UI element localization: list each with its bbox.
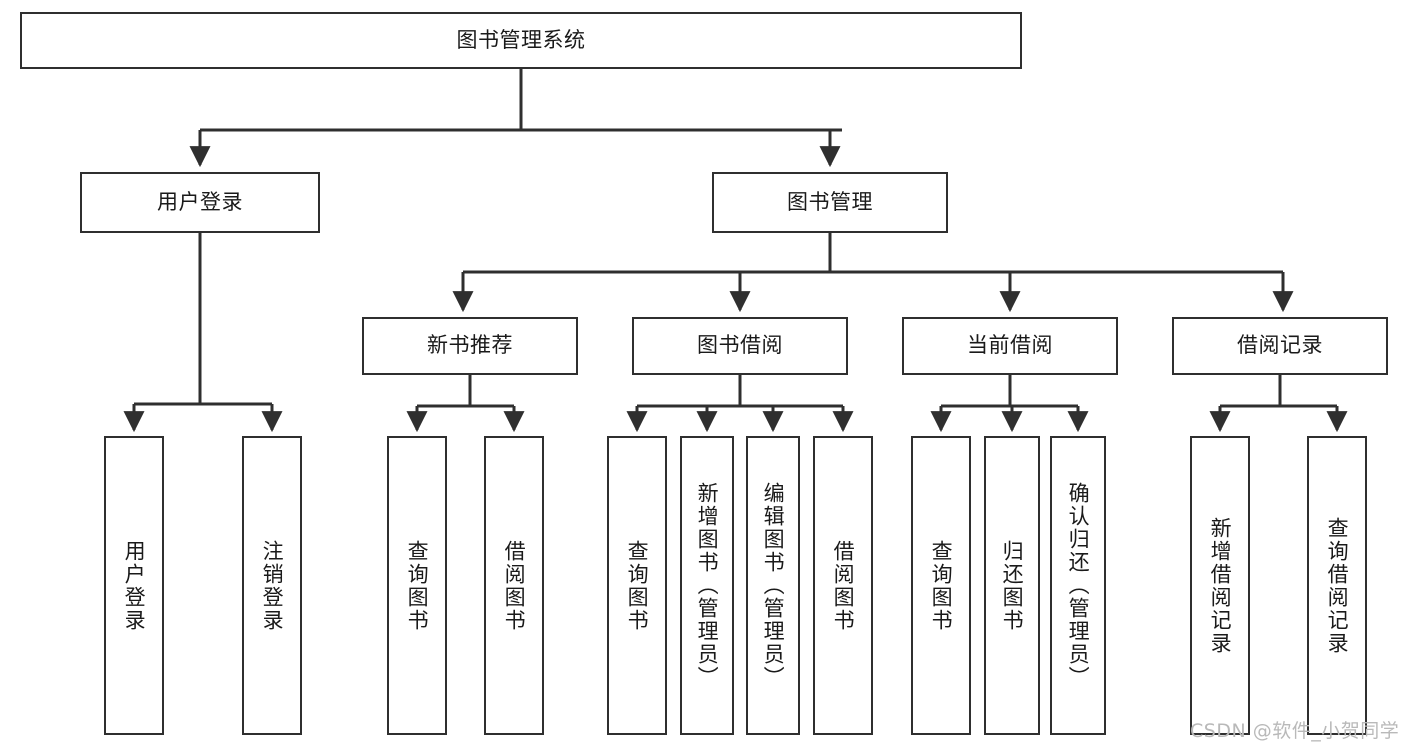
node-leaf-confirm-return-label: 确认归还（管理员） (1066, 482, 1091, 689)
node-leaf-query-book-2-label: 查询图书 (625, 539, 650, 632)
node-new-book-recommend[interactable]: 新书推荐 (362, 317, 578, 375)
watermark: CSDN @软件_小贺同学 (1190, 720, 1400, 742)
node-current-borrow[interactable]: 当前借阅 (902, 317, 1118, 375)
node-leaf-edit-book[interactable]: 编辑图书（管理员） (746, 436, 800, 735)
node-current-borrow-label: 当前借阅 (967, 333, 1053, 358)
node-user-login-label: 用户登录 (157, 189, 243, 214)
node-leaf-user-logout-label: 注销登录 (260, 539, 285, 632)
node-leaf-return-book-label: 归还图书 (1000, 539, 1025, 632)
node-leaf-user-logout[interactable]: 注销登录 (242, 436, 302, 735)
node-leaf-borrow-book-1-label: 借阅图书 (502, 539, 527, 632)
node-leaf-query-book-1[interactable]: 查询图书 (387, 436, 447, 735)
node-leaf-add-record[interactable]: 新增借阅记录 (1190, 436, 1250, 735)
node-root[interactable]: 图书管理系统 (20, 12, 1022, 69)
node-leaf-query-book-1-label: 查询图书 (405, 539, 430, 632)
node-leaf-borrow-book-1[interactable]: 借阅图书 (484, 436, 544, 735)
node-leaf-borrow-book-2-label: 借阅图书 (831, 539, 856, 632)
node-book-manage-label: 图书管理 (787, 189, 873, 214)
node-borrow-record-label: 借阅记录 (1237, 333, 1323, 358)
node-book-borrow[interactable]: 图书借阅 (632, 317, 848, 375)
node-leaf-return-book[interactable]: 归还图书 (984, 436, 1040, 735)
node-new-book-recommend-label: 新书推荐 (427, 333, 513, 358)
node-leaf-add-record-label: 新增借阅记录 (1208, 516, 1233, 655)
node-user-login[interactable]: 用户登录 (80, 172, 320, 233)
node-leaf-user-login-label: 用户登录 (122, 539, 147, 632)
node-book-manage[interactable]: 图书管理 (712, 172, 948, 233)
node-leaf-query-book-3-label: 查询图书 (929, 539, 954, 632)
node-leaf-query-book-3[interactable]: 查询图书 (911, 436, 971, 735)
node-leaf-query-record[interactable]: 查询借阅记录 (1307, 436, 1367, 735)
node-leaf-edit-book-label: 编辑图书（管理员） (761, 482, 786, 689)
node-borrow-record[interactable]: 借阅记录 (1172, 317, 1388, 375)
node-leaf-confirm-return[interactable]: 确认归还（管理员） (1050, 436, 1106, 735)
node-leaf-query-record-label: 查询借阅记录 (1325, 516, 1350, 655)
node-leaf-add-book[interactable]: 新增图书（管理员） (680, 436, 734, 735)
node-leaf-query-book-2[interactable]: 查询图书 (607, 436, 667, 735)
node-root-label: 图书管理系统 (456, 27, 586, 52)
node-leaf-user-login[interactable]: 用户登录 (104, 436, 164, 735)
node-book-borrow-label: 图书借阅 (697, 333, 783, 358)
node-leaf-add-book-label: 新增图书（管理员） (695, 482, 720, 689)
node-leaf-borrow-book-2[interactable]: 借阅图书 (813, 436, 873, 735)
